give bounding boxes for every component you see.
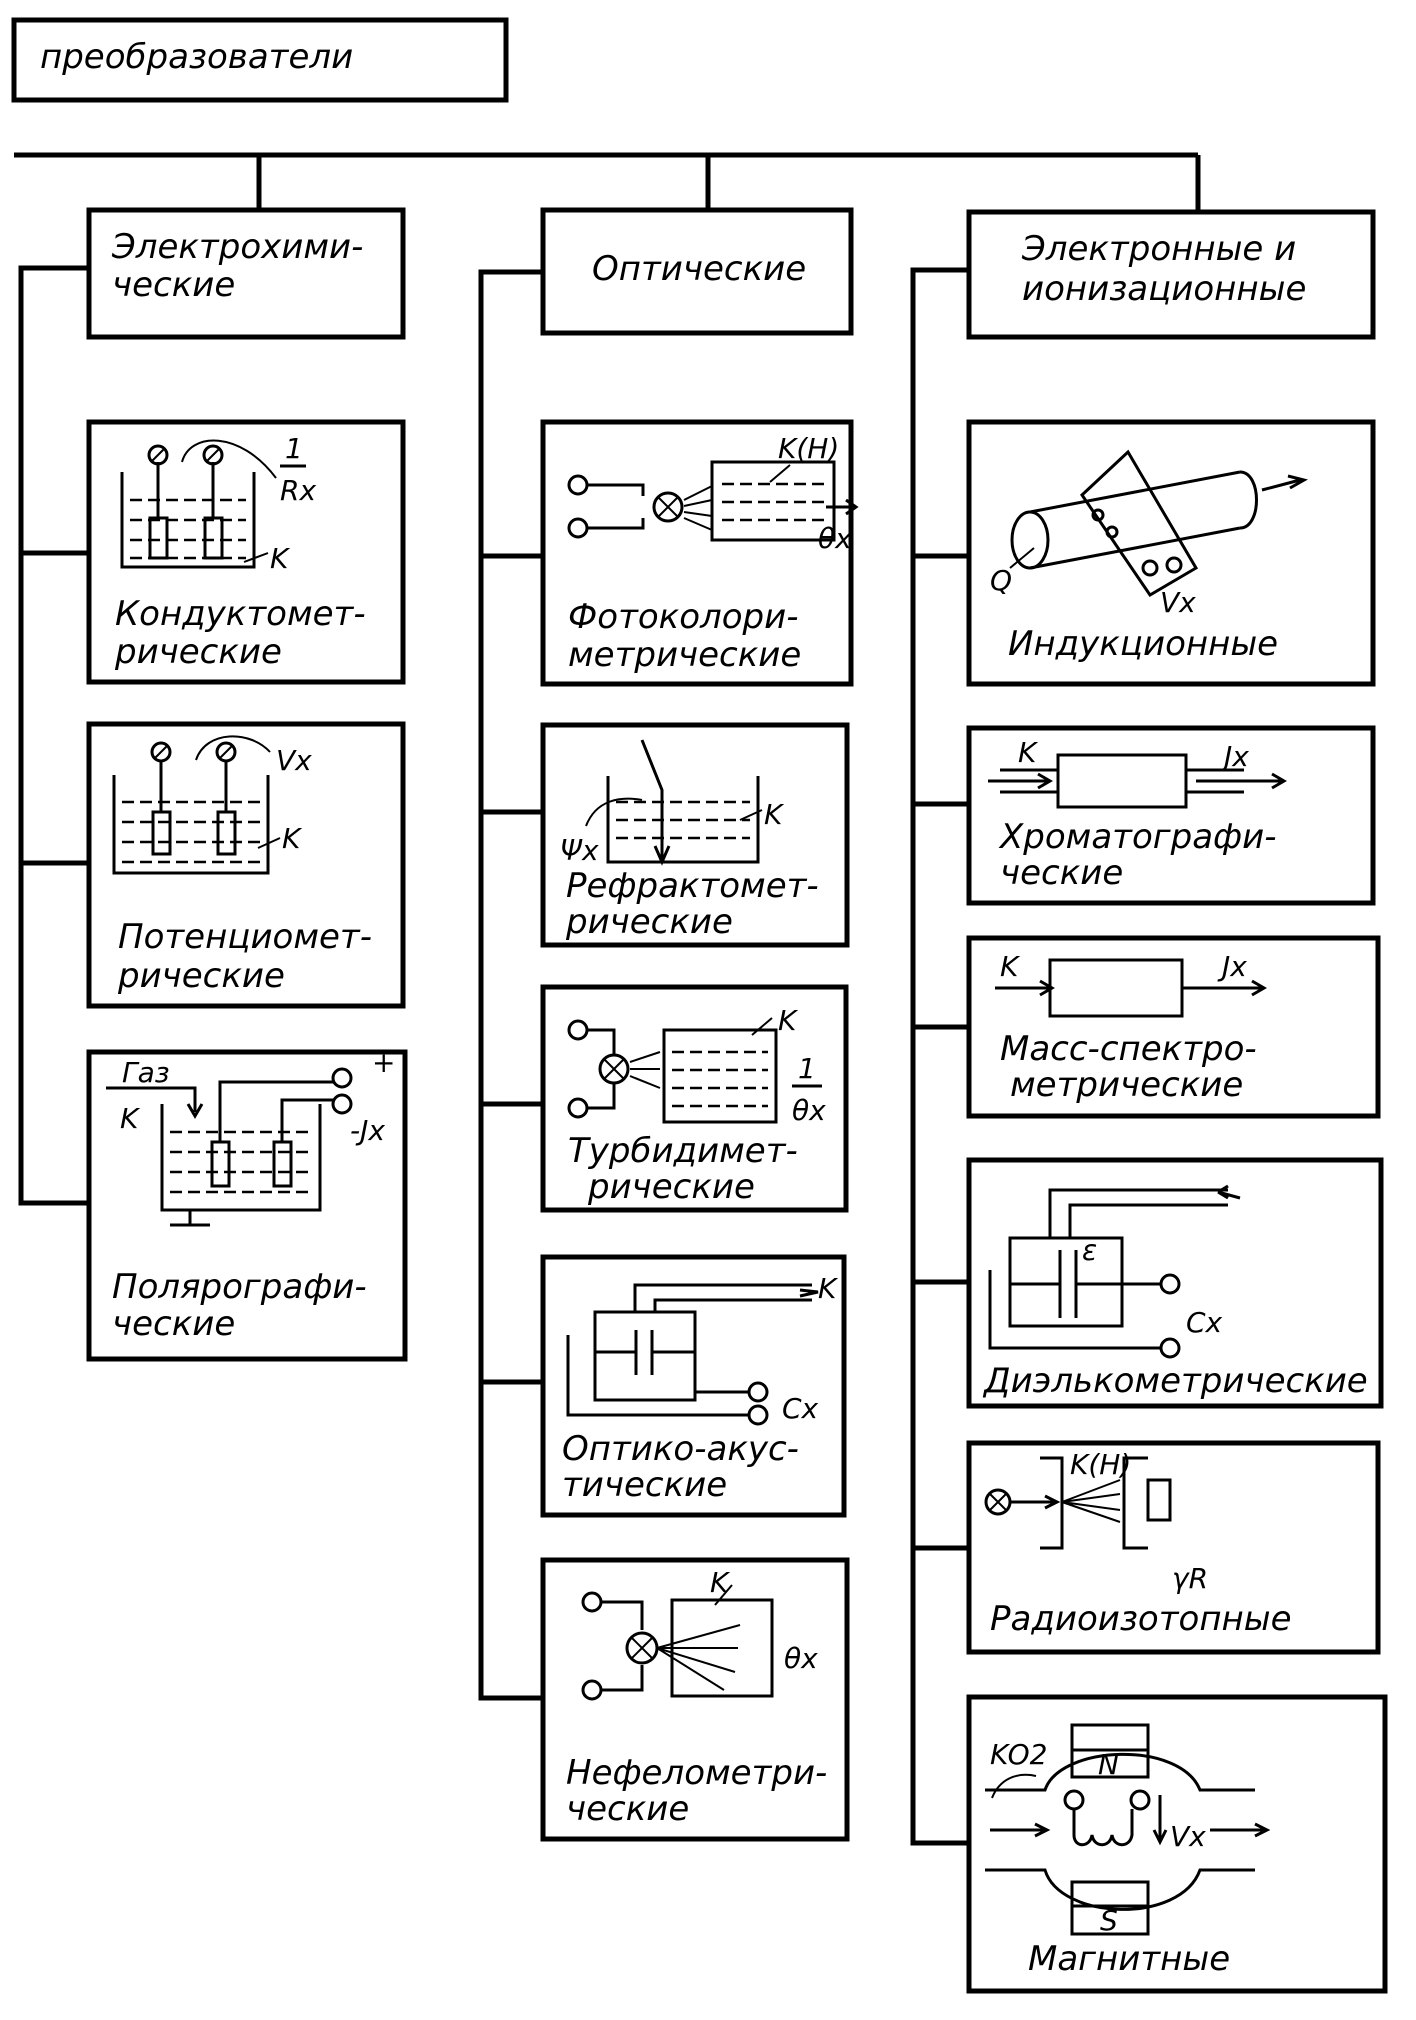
- symbol-s: S: [1100, 1904, 1118, 1937]
- item-label-line1: Диэлькометрические: [982, 1361, 1368, 1401]
- symbol-thetax: θx: [784, 1642, 818, 1675]
- item-label-line2: рические: [117, 956, 285, 996]
- item-chromatographic: K Jx Хроматографи- ческие: [966, 725, 1376, 906]
- tree-connectors: [14, 152, 1201, 1846]
- symbol-k: K: [1018, 736, 1039, 769]
- symbol-psix: Ψx: [560, 834, 599, 867]
- symbol-cx: Cx: [1186, 1306, 1223, 1339]
- item-opto-acoustic: K Cx Оптико-акус- тические: [540, 1254, 847, 1518]
- category-title-line1: Электронные и: [1021, 229, 1296, 269]
- item-label-line2: рические: [587, 1167, 755, 1207]
- item-label-line1: Турбидимет-: [568, 1131, 798, 1171]
- symbol-kh: K(H): [1070, 1448, 1131, 1481]
- item-refractometric: K Ψx Рефрактомет- рические: [540, 722, 850, 948]
- item-label-line1: Рефрактомет-: [566, 866, 819, 906]
- item-polarographic: Газ K + -Jx Полярографи- ческие: [86, 1046, 408, 1362]
- item-label-line1: Нефелометри-: [566, 1753, 827, 1793]
- item-label-line2: ческие: [566, 1789, 689, 1829]
- item-dielcometric: ε Cx Диэлькометрические: [966, 1157, 1384, 1409]
- item-label-line2: ческие: [1000, 853, 1123, 893]
- symbol-jx: -Jx: [350, 1114, 385, 1147]
- symbol-one: 1: [798, 1052, 816, 1085]
- item-turbidimetric: K 1 θx Турбидимет- рические: [540, 984, 849, 1213]
- root-box: преобразователи: [11, 17, 509, 103]
- item-label-line1: Хроматографи-: [998, 817, 1276, 857]
- symbol-q: Q: [990, 564, 1012, 597]
- symbol-k: K: [710, 1566, 731, 1599]
- symbol-k: K: [282, 822, 303, 855]
- symbol-ko2: KO2: [990, 1738, 1047, 1771]
- item-label-line1: Фотоколори-: [568, 597, 799, 637]
- item-label-line1: Полярографи-: [112, 1267, 367, 1307]
- item-radioisotope: K(H) γR Радиоизотопные: [966, 1440, 1381, 1655]
- item-photocolorimetric: K(H) θx Фотоколори- метрические: [540, 419, 859, 687]
- item-label-line1: Радиоизотопные: [990, 1599, 1292, 1639]
- category-electrochemical: Электрохими- ческие: [86, 207, 406, 340]
- item-label-line1: Потенциомет-: [118, 917, 372, 957]
- item-label-line2: метрические: [1010, 1065, 1243, 1105]
- category-electronic-ionization: Электронные и ионизационные: [966, 209, 1376, 340]
- item-label-line2: рические: [565, 902, 733, 942]
- item-magnetic: KO2 N S Vx Магнитные: [966, 1694, 1388, 1994]
- symbol-k: K: [778, 1004, 799, 1037]
- root-label: преобразователи: [40, 37, 353, 77]
- item-label-line1: Индукционные: [1008, 624, 1278, 664]
- item-label-line1: Масс-спектро-: [1000, 1029, 1257, 1069]
- category-title-line2: ионизационные: [1022, 269, 1306, 309]
- item-label-line2: рические: [114, 632, 282, 672]
- symbol-k: K: [1000, 950, 1021, 983]
- symbol-cx: Cx: [782, 1392, 819, 1425]
- category-optical: Оптические: [540, 207, 854, 336]
- item-label-line2: метрические: [568, 635, 801, 675]
- symbol-k: K: [270, 542, 291, 575]
- item-label-line2: тические: [562, 1465, 727, 1505]
- symbol-k: K: [764, 798, 785, 831]
- item-potentiometric: Vx K Потенциомет- рические: [86, 721, 406, 1009]
- symbol-one: 1: [285, 432, 303, 465]
- symbol-kh: K(H): [778, 432, 839, 465]
- symbol-vx: Vx: [1170, 1820, 1206, 1853]
- category-title-line1: Электрохими-: [111, 227, 363, 267]
- item-conductometric: 1 Rx K Кондуктомет- рические: [86, 419, 406, 685]
- symbol-vx: Vx: [276, 744, 312, 777]
- symbol-n: N: [1098, 1748, 1119, 1781]
- item-nephelometric: K θx Нефелометри- ческие: [540, 1557, 850, 1842]
- symbol-gammar: γR: [1172, 1562, 1208, 1595]
- category-title-line1: Оптические: [592, 249, 806, 289]
- category-title-line2: ческие: [112, 265, 235, 305]
- symbol-jx: Jx: [1219, 740, 1249, 773]
- symbol-epsilon: ε: [1082, 1234, 1097, 1267]
- symbol-plus: +: [372, 1046, 395, 1079]
- symbol-k: K: [120, 1102, 141, 1135]
- symbol-rx: Rx: [280, 474, 316, 507]
- symbol-thetax: θx: [818, 522, 852, 555]
- item-label-line2: ческие: [112, 1304, 235, 1344]
- symbol-gas: Газ: [122, 1056, 170, 1089]
- item-label-line1: Магнитные: [1028, 1939, 1230, 1979]
- symbol-vx: Vx: [1160, 586, 1196, 619]
- item-mass-spectrometric: K Jx Масс-спектро- метрические: [966, 935, 1381, 1119]
- symbol-jx: Jx: [1217, 950, 1247, 983]
- symbol-k: K: [818, 1272, 839, 1305]
- item-induction: Q Vx Индукционные: [966, 419, 1376, 687]
- symbol-thetax: θx: [792, 1094, 826, 1127]
- item-label-line1: Кондуктомет-: [115, 594, 366, 634]
- item-label-line1: Оптико-акус-: [562, 1429, 799, 1469]
